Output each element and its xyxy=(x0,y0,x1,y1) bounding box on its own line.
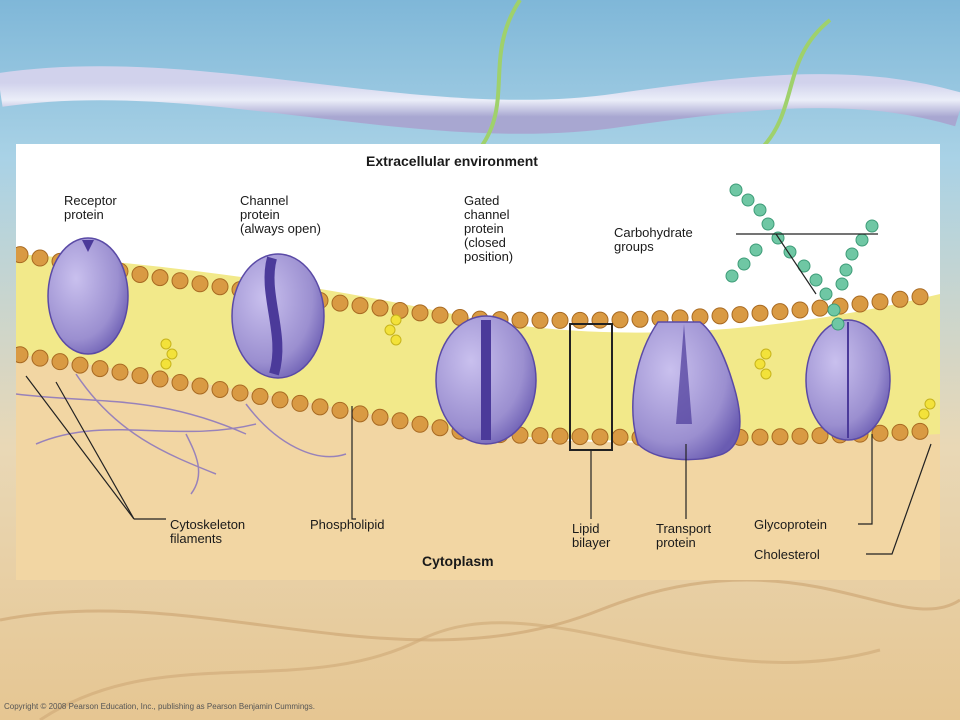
phospholipid-head xyxy=(351,297,369,315)
phospholipid-head xyxy=(271,391,289,409)
phospholipid-head xyxy=(171,272,189,290)
phospholipid-head xyxy=(871,424,889,442)
phospholipid-head xyxy=(551,311,569,329)
background-fiber xyxy=(39,621,881,720)
cytoplasm-region xyxy=(16,354,940,580)
phospholipid-head xyxy=(591,311,609,329)
phospholipid-head xyxy=(71,356,89,374)
carbohydrate-groups-label: Carbohydrate groups xyxy=(614,225,693,254)
phospholipid-head xyxy=(231,384,249,402)
phospholipid-head xyxy=(891,423,909,441)
phospholipid-head xyxy=(191,275,209,293)
phospholipid-head xyxy=(851,295,869,313)
phospholipid-head xyxy=(771,303,789,321)
phospholipid-head xyxy=(571,428,589,446)
phospholipid-head xyxy=(91,360,109,378)
phospholipid-head xyxy=(331,401,349,419)
phospholipid-head xyxy=(551,427,569,445)
phospholipid-head xyxy=(871,293,889,311)
phospholipid-head xyxy=(431,306,449,324)
phospholipid-head xyxy=(891,290,909,308)
phospholipid-head xyxy=(531,427,549,445)
phospholipid-head xyxy=(571,311,589,329)
phospholipid-head xyxy=(911,422,929,440)
channel-protein-pore xyxy=(264,256,283,376)
phospholipid-head xyxy=(811,299,829,317)
phospholipid-head xyxy=(751,304,769,322)
phospholipid-head xyxy=(411,415,429,433)
phospholipid-head xyxy=(16,346,29,364)
lipid-bilayer-label: Lipid bilayer xyxy=(572,521,611,550)
phospholipid-head xyxy=(16,246,29,264)
transport-protein-label: Transport protein xyxy=(656,521,712,550)
phospholipid-head xyxy=(611,311,629,329)
phospholipid-label: Phospholipid xyxy=(310,517,385,532)
cholesterol xyxy=(160,314,936,420)
receptor-protein-notch xyxy=(82,240,94,252)
phospholipid-head xyxy=(431,419,449,437)
glycoprotein-label: Glycoprotein xyxy=(754,517,827,532)
phospholipid-head xyxy=(751,428,769,446)
transport-protein-channel xyxy=(676,324,692,424)
phospholipid-head xyxy=(291,394,309,412)
carbohydrate-groups xyxy=(725,183,879,331)
extracellular-label: Extracellular environment xyxy=(366,153,538,169)
phospholipid-head xyxy=(331,294,349,312)
phospholipid-head xyxy=(811,427,829,445)
phospholipid-head xyxy=(591,428,609,446)
phospholipid-head xyxy=(731,306,749,324)
phospholipid-head xyxy=(631,310,649,328)
receptor-protein xyxy=(47,237,129,355)
phospholipid-head xyxy=(351,405,369,423)
phospholipid-head xyxy=(151,269,169,287)
phospholipid-head xyxy=(791,301,809,319)
phospholipid-head xyxy=(311,398,329,416)
phospholipid-head xyxy=(911,288,929,306)
copyright-notice: Copyright © 2008 Pearson Education, Inc.… xyxy=(4,702,315,711)
leader-lines xyxy=(25,233,932,555)
background-fiber xyxy=(758,18,832,152)
phospholipid-head xyxy=(111,363,129,381)
cell-membrane-diagram: Extracellular environment Receptor prote… xyxy=(16,144,940,580)
cytoskeleton-filaments xyxy=(16,373,347,495)
phospholipid-head xyxy=(411,304,429,322)
phospholipid-head xyxy=(31,249,49,267)
background-fiber xyxy=(0,578,960,642)
background-membrane-tube xyxy=(0,66,960,134)
receptor-protein-label: Receptor protein xyxy=(64,193,117,222)
phospholipid-head xyxy=(171,374,189,392)
phospholipid-head xyxy=(391,412,409,430)
channel-protein-label: Channel protein (always open) xyxy=(240,193,321,236)
phospholipid-head xyxy=(771,428,789,446)
cytoskeleton-filaments-label: Cytoskeleton filaments xyxy=(170,517,246,546)
phospholipid-head xyxy=(371,408,389,426)
phospholipid-head xyxy=(511,311,529,329)
phospholipid-head xyxy=(211,380,229,398)
background-fiber xyxy=(468,0,522,162)
phospholipid-head xyxy=(251,387,269,405)
phospholipid-head xyxy=(191,377,209,395)
phospholipid-head xyxy=(31,349,49,367)
phospholipid-head xyxy=(611,428,629,446)
phospholipid-head xyxy=(211,278,229,296)
phospholipid-head xyxy=(151,370,169,388)
cytoplasm-label: Cytoplasm xyxy=(422,553,494,569)
phospholipid-head xyxy=(131,367,149,385)
phospholipid-head xyxy=(791,427,809,445)
membrane-illustration xyxy=(16,183,940,580)
cholesterol-label: Cholesterol xyxy=(754,547,820,562)
phospholipid-head xyxy=(371,299,389,317)
phospholipid-head xyxy=(531,311,549,329)
phospholipid-head xyxy=(711,307,729,325)
phospholipid-head xyxy=(51,353,69,371)
gated-channel-protein-label: Gated channel protein (closed position) xyxy=(464,193,514,264)
phospholipid-head xyxy=(131,265,149,283)
